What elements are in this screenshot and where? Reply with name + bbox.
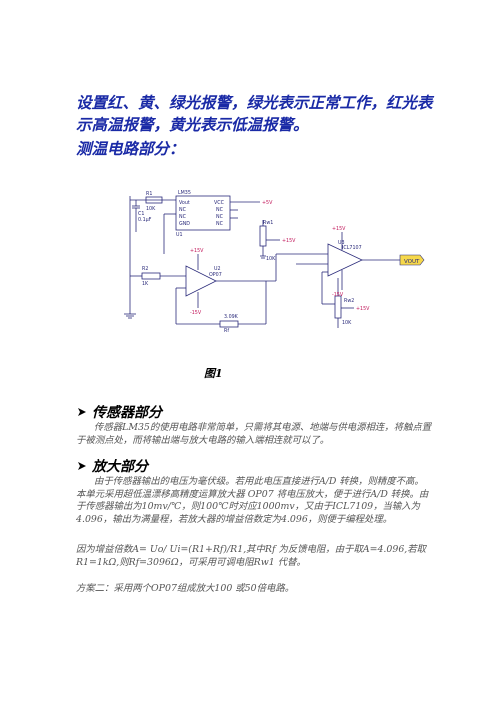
rw1-supply-label: +15V: [282, 238, 296, 244]
bullet-arrow-icon: [78, 462, 86, 470]
u1-name: U1: [176, 232, 183, 238]
sensor-paragraph: 传感器LM35的使用电路非常简单，只需将其电源、地端与供电源相连，将触点置于被测…: [76, 422, 432, 446]
figure-caption: 图1: [204, 367, 223, 380]
u2-part: OP07: [209, 272, 222, 278]
heading-line-1: 设置红、黄、绿光报警，绿光表示正常工作，红光表: [76, 93, 433, 112]
r1-label: R1: [146, 191, 152, 197]
amp-paragraph: 由于传感器输出的电压为毫伏级。若用此电压直接进行A/D 转换，则精度不高。本单元…: [76, 476, 429, 525]
bullet-arrow-icon: [78, 408, 86, 416]
rf-value: 3.09K: [224, 314, 239, 320]
c1-label: C1: [138, 211, 144, 217]
u3-supply-neg: -15V: [332, 292, 344, 298]
u1-pin-r4: NC: [216, 221, 224, 227]
vout-label: VOUT: [404, 259, 420, 265]
u3-part: ICL7107: [342, 245, 362, 251]
r1-value: 10K: [146, 206, 156, 212]
u1-pin-l4: GND: [179, 221, 190, 227]
amp-section-title: 放大部分: [92, 459, 148, 475]
u1-pin-r2: NC: [216, 207, 224, 213]
u3-label: U3: [338, 240, 345, 246]
rw1-label: Rw1: [263, 220, 273, 226]
plus5v-label: +5V: [262, 200, 273, 206]
heading-line-2: 示高温报警，黄光表示低温报警。: [76, 115, 309, 134]
rw1-value: 10K: [266, 256, 276, 262]
u2-supply-pos: +15V: [190, 248, 204, 254]
section-amplifier: 放大部分: [77, 456, 148, 476]
u1-part: LM35: [178, 190, 191, 196]
r2-label: R2: [142, 266, 148, 272]
u2-label: U2: [214, 266, 221, 272]
temperature-circuit-diagram: VOUT R1 10K C1 0.1μF LM35 U1 Vout NC NC …: [124, 190, 425, 334]
c1-value: 0.1μF: [138, 217, 152, 223]
u2-supply-neg: -15V: [190, 310, 202, 316]
u1-pin-r3: NC: [216, 214, 224, 220]
rf-label: Rf: [224, 328, 229, 334]
sensor-section-title: 传感器部分: [92, 405, 162, 421]
rw2-label: Rw2: [344, 298, 354, 304]
section-sensor: 传感器部分: [77, 402, 162, 422]
u1-pin-r1: VCC: [214, 200, 225, 206]
rw2-supply-label: +15V: [356, 306, 370, 312]
plan-paragraph: 方案二：采用两个OP07组成放大100 或50倍电路。: [76, 583, 295, 594]
u1-pin-l2: NC: [179, 207, 187, 213]
u1-pin-l3: NC: [179, 214, 187, 220]
r2-value: 1K: [142, 281, 149, 287]
rw2-value: 10K: [342, 320, 352, 326]
heading-circuit-section: 测温电路部分：: [76, 139, 185, 158]
u1-pin-l1: Vout: [179, 200, 190, 206]
formula-paragraph: 因为增益倍数A= Uo/ Ui=(R1+Rf)/R1,其中Rf 为反馈电阻，由于…: [76, 544, 427, 568]
u3-supply-pos: +15V: [332, 226, 346, 232]
